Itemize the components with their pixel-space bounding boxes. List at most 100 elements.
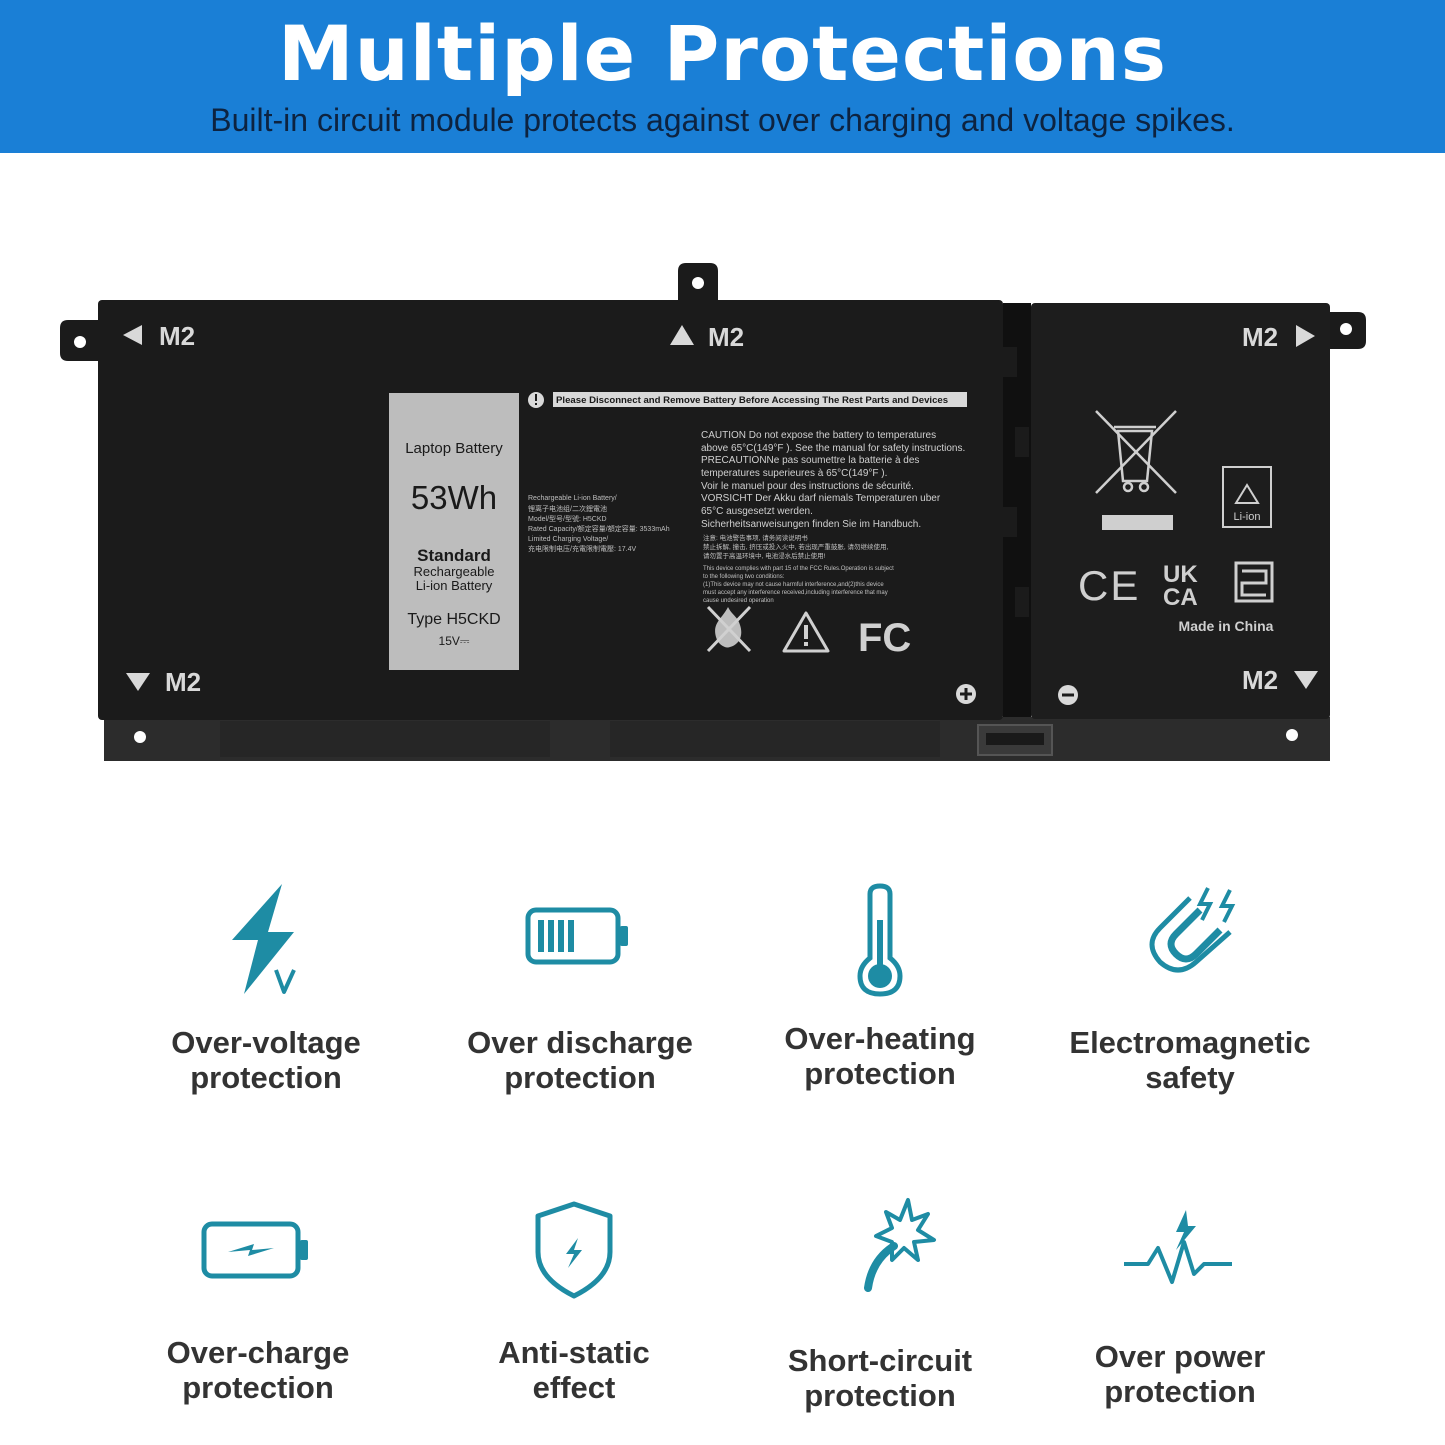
feature-label: Anti-static (498, 1335, 650, 1370)
fcc-note-line: cause undesired operation (703, 598, 774, 604)
header-banner: Multiple Protections Built-in circuit mo… (0, 0, 1445, 153)
screw-hole-bottom-right (1286, 729, 1298, 741)
arrow-down-icon (1294, 671, 1318, 689)
arrow-down-icon (126, 673, 150, 691)
fcc-note-line: to the following two conditions: (703, 574, 785, 580)
spark-wire-icon (864, 1198, 936, 1292)
battery-side-cell (1031, 303, 1330, 719)
weee-bar (1102, 515, 1173, 530)
feature-over-power: Over power protection (1030, 1190, 1330, 1409)
magnet-icon (1149, 887, 1236, 973)
caution-line: above 65°C(149°F ). See the manual for s… (701, 443, 965, 454)
feature-label: protection (504, 1060, 656, 1095)
spec-line: Model/型号/型號: H5CKD (528, 514, 607, 523)
page-title: Multiple Protections (278, 9, 1167, 98)
divider-notch (1003, 347, 1017, 377)
label-type: Type H5CKD (407, 611, 500, 628)
info-icon-dot (535, 403, 537, 405)
caution-line: temperatures superieures à 65°C(149°F ). (701, 468, 887, 479)
minus-terminal-bar (1062, 693, 1074, 697)
made-in-label: Made in China (1179, 618, 1274, 634)
feature-over-heating: Over-heating protection (730, 880, 1030, 1091)
recycle-icon: Li-ion (1222, 466, 1272, 528)
feature-label: protection (1104, 1374, 1256, 1409)
rcm-mark-icon (1234, 561, 1274, 603)
label-rechargeable: Rechargeable (414, 564, 495, 579)
arrow-right-icon (1296, 325, 1315, 347)
marker-top-right: M2 (1242, 322, 1278, 352)
feature-label: Over discharge (467, 1025, 693, 1060)
spec-line: 锂离子电池组/二次鋰電池 (528, 504, 607, 513)
arrow-left-icon (123, 325, 142, 345)
warning-triangle-icon (782, 611, 830, 653)
connector-pins (986, 733, 1044, 745)
marker-top-center: M2 (708, 322, 744, 352)
divider-notch (1015, 587, 1029, 617)
fcc-note-line: must accept any interference received,in… (703, 590, 888, 596)
marker-top-left: M2 (159, 321, 195, 351)
no-fire-icon (706, 605, 752, 653)
screw-hole-top (692, 277, 704, 289)
chinese-note-line: 禁止拆解, 撞击, 挤压或投入火中, 若出现严重鼓胀, 请勿继续使用, (703, 542, 888, 551)
low-battery-icon (525, 907, 628, 965)
feature-label: protection (804, 1056, 956, 1091)
feature-label: protection (804, 1378, 956, 1413)
label-chemistry: Li-ion Battery (416, 578, 493, 593)
fcc-logo-icon: FC (858, 616, 911, 660)
feature-label: effect (532, 1370, 616, 1405)
chinese-note-line: 注意: 电池警告事项, 请务阅读说明书 (703, 533, 808, 542)
caution-line: Voir le manuel pour des instructions de … (701, 481, 914, 492)
chinese-note-line: 请勿置于高温环境中, 电池浸水后禁止使用! (703, 551, 826, 560)
feature-over-voltage: Over-voltage protection (116, 880, 416, 1095)
label-title: Laptop Battery (405, 440, 503, 457)
thermometer-icon (857, 883, 903, 997)
marker-bottom-right: M2 (1242, 665, 1278, 695)
fcc-note-line: (1)This device may not cause harmful int… (703, 582, 884, 588)
caution-line: Sicherheitsanweisungen finden Sie im Han… (701, 519, 921, 530)
rail-panel (610, 721, 940, 757)
warning-banner-text: Please Disconnect and Remove Battery Bef… (556, 395, 948, 406)
weee-bin-icon (1095, 410, 1177, 494)
warning-banner (553, 392, 967, 407)
feature-label: Short-circuit (787, 1343, 973, 1378)
spec-line: Rechargeable Li-ion Battery/ (528, 495, 617, 502)
feature-label: Over-charge (166, 1335, 350, 1370)
spec-line: Rated Capacity/额定容量/額定容量: 3533mAh (528, 524, 670, 533)
label-standard: Standard (417, 546, 491, 565)
label-capacity: 53Wh (411, 479, 497, 516)
feature-short-circuit: Short-circuit protection (730, 1190, 1030, 1413)
screw-hole-bottom-left (134, 731, 146, 743)
ce-mark-icon: CE (1078, 562, 1140, 609)
page-subtitle: Built-in circuit module protects against… (210, 102, 1235, 138)
caution-line: VORSICHT Der Akku darf niemals Temperatu… (701, 493, 941, 504)
screw-hole-left (74, 336, 86, 348)
charging-battery-icon (201, 1221, 308, 1279)
feature-electromagnetic: Electromagnetic safety (1040, 880, 1340, 1095)
label-voltage: 15V⎓ (439, 634, 470, 648)
marker-bottom-left: M2 (165, 667, 201, 697)
rail-panel (220, 721, 550, 757)
caution-line: 65°C ausgesetzt werden. (701, 506, 813, 517)
features-grid: Over-voltage protection Over discharge p… (0, 860, 1445, 1445)
caution-line: PRECAUTIONNe pas soumettre la batterie à… (701, 455, 919, 466)
feature-label: Over power (1094, 1339, 1266, 1374)
arrow-up-icon (670, 325, 694, 345)
plus-terminal-bar (964, 688, 968, 700)
caution-text: CAUTION Do not expose the battery to tem… (701, 430, 965, 530)
feature-label: safety (1145, 1060, 1235, 1095)
caution-line: CAUTION Do not expose the battery to tem… (701, 430, 936, 441)
feature-label: Over-heating (784, 1021, 976, 1056)
feature-label: Over-voltage (171, 1025, 361, 1060)
feature-anti-static: Anti-static effect (424, 1190, 724, 1405)
feature-over-charge: Over-charge protection (108, 1190, 408, 1405)
chinese-note: 注意: 电池警告事项, 请务阅读说明书 禁止拆解, 撞击, 挤压或投入火中, 若… (703, 533, 888, 560)
fcc-note-line: This device complies with part 15 of the… (703, 566, 894, 572)
spec-line: Limited Charging Voltage/ (528, 536, 608, 543)
ukca-mark-icon: UK (1163, 561, 1198, 588)
info-icon-stem (535, 394, 537, 401)
battery-label (389, 393, 519, 670)
feature-label: Electromagnetic (1069, 1025, 1311, 1060)
feature-over-discharge: Over discharge protection (430, 880, 730, 1095)
spec-line: 充电限制电压/充電限制電壓: 17.4V (528, 544, 636, 553)
fcc-note: This device complies with part 15 of the… (703, 566, 894, 604)
